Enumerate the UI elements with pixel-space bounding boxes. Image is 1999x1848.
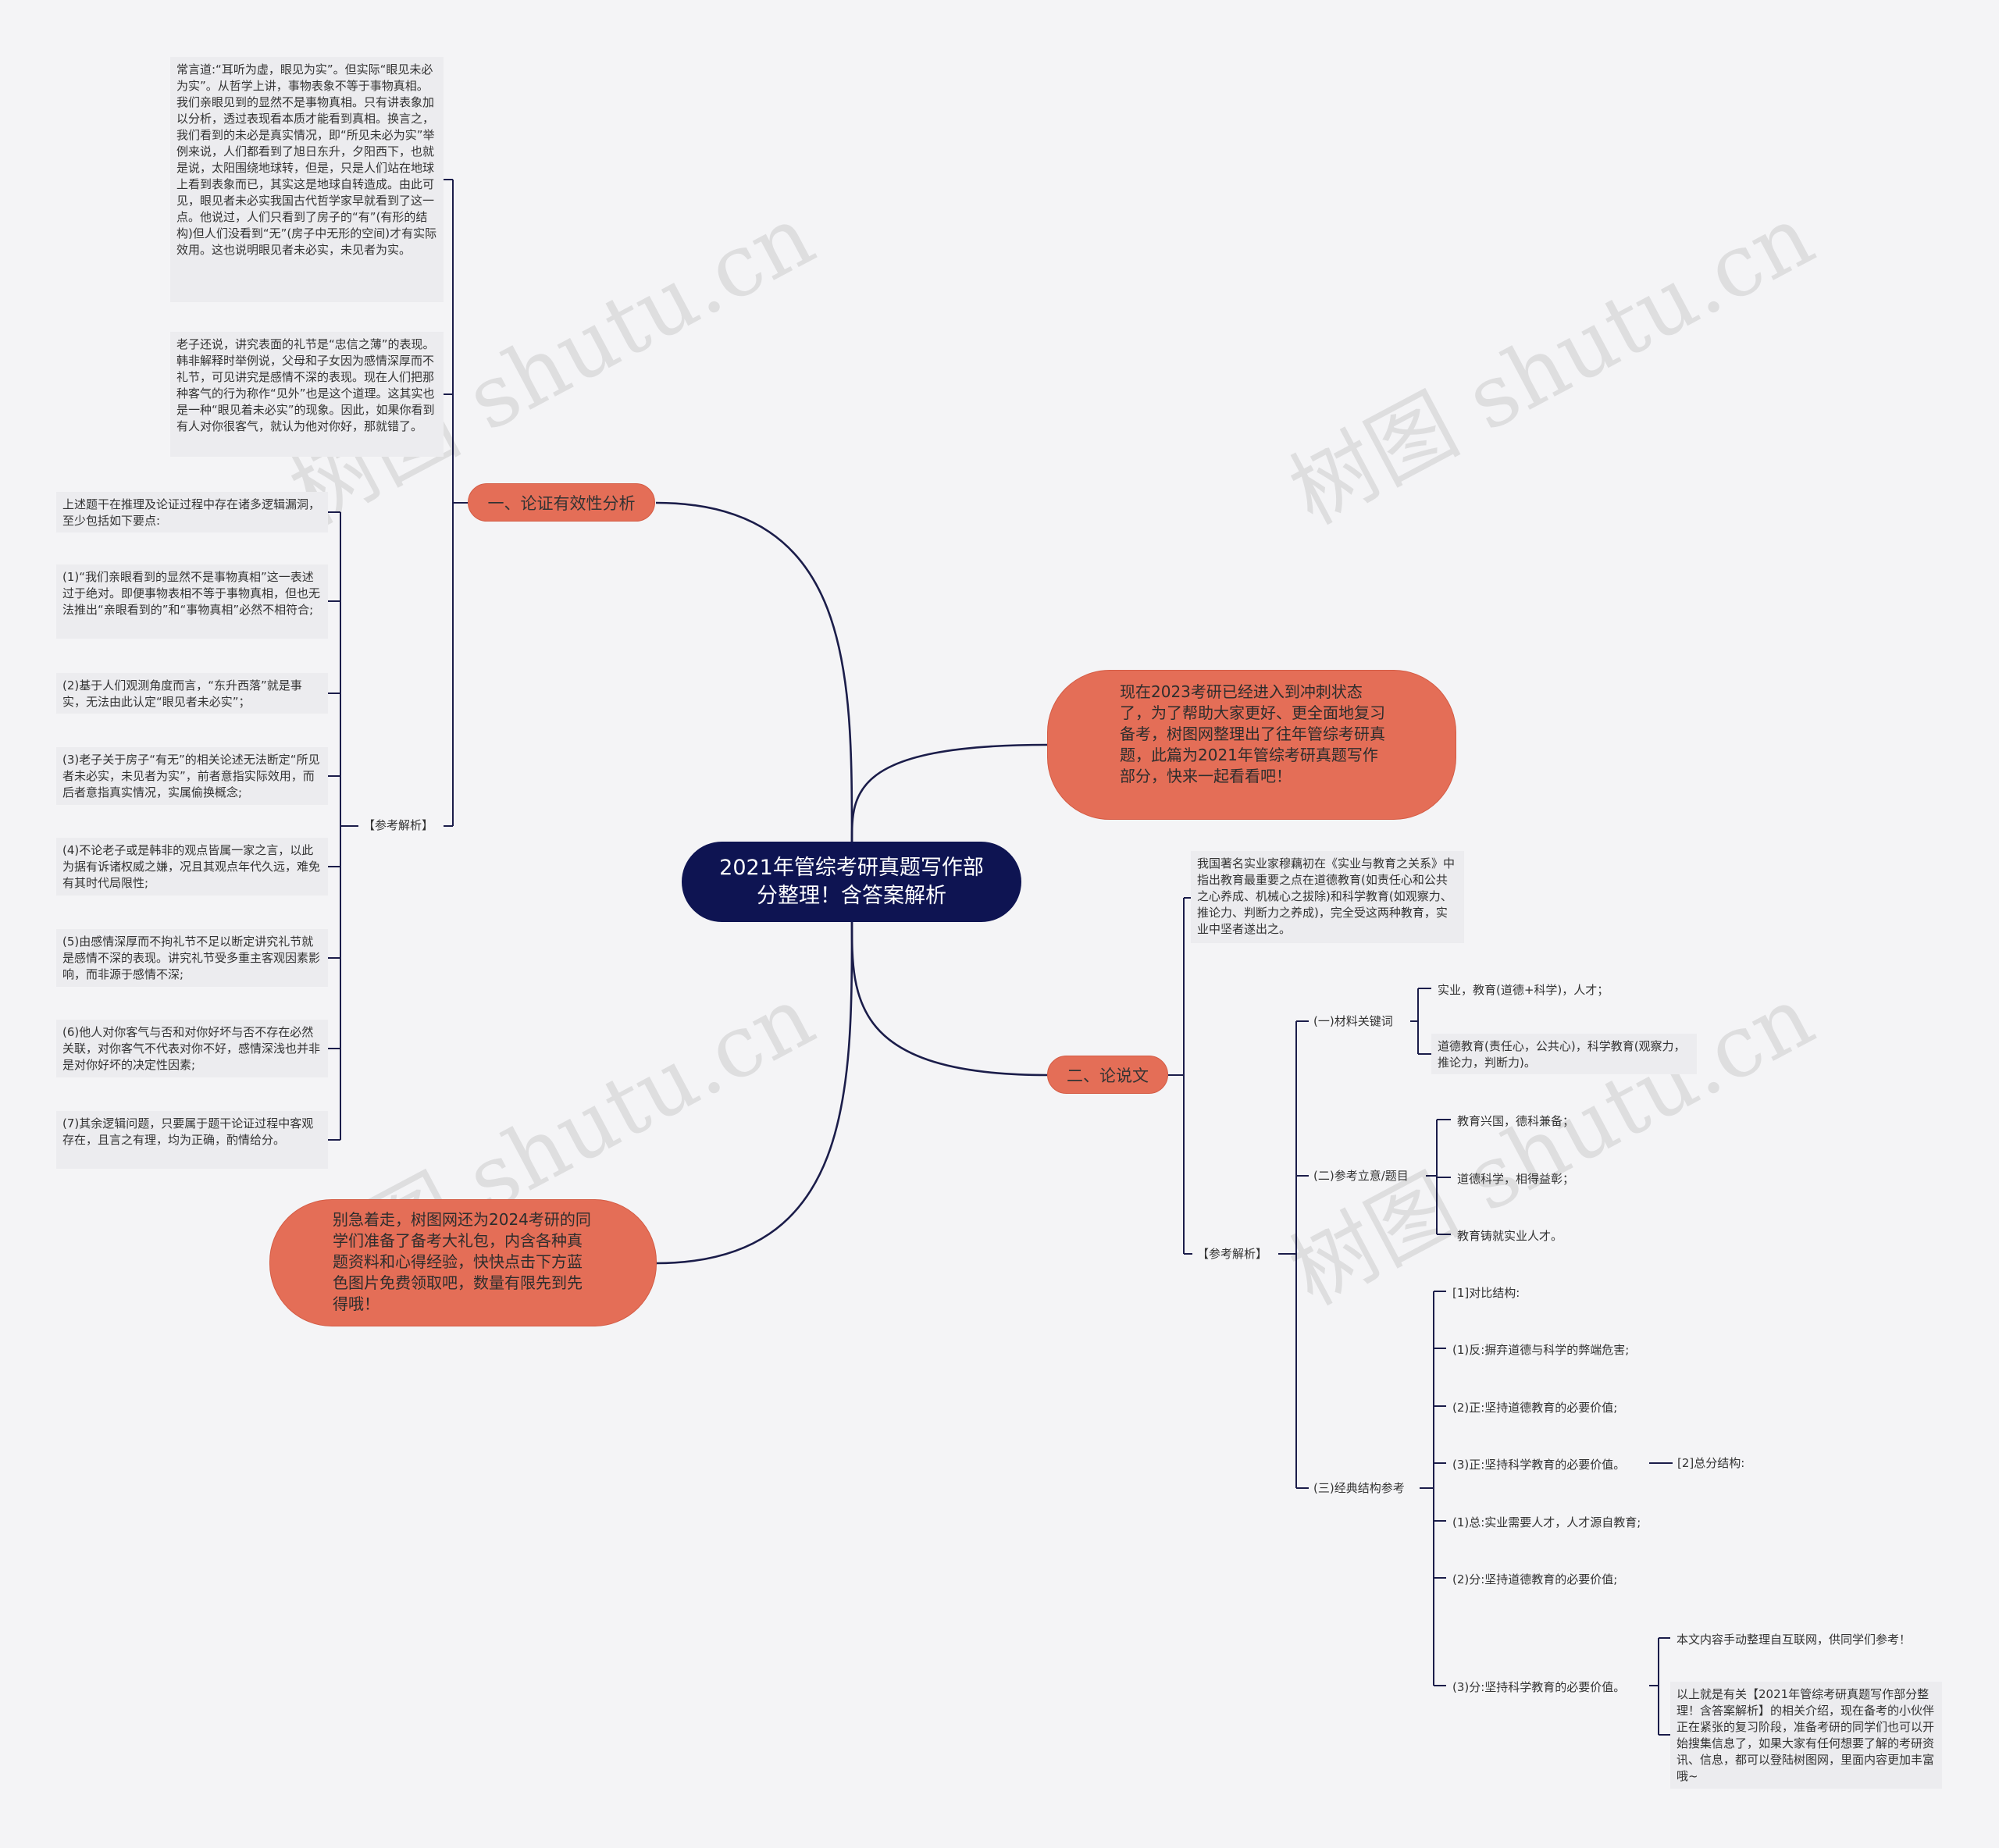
intro-blob[interactable]: 现在2023考研已经进入到冲刺状态了，为了帮助大家更好、更全面地复习备考，树图网… — [1047, 670, 1456, 820]
closing-note: 以上就是有关【2021年管综考研真题写作部分整理！含答案解析】的相关介绍，现在备… — [1670, 1682, 1942, 1789]
themes-label[interactable]: (二)参考立意/题目 — [1313, 1169, 1409, 1183]
branch1-analysis-label[interactable]: 【参考解析】 — [363, 818, 434, 832]
analysis-point: (3)老子关于房子“有无”的相关论述无法断定“所见者未必实，未见者为实”，前者意… — [56, 747, 328, 805]
structure-side-label: [2]总分结构: — [1677, 1456, 1745, 1470]
root-topic[interactable]: 2021年管综考研真题写作部分整理！含答案解析 — [682, 842, 1021, 922]
connector-line — [655, 921, 853, 1265]
theme-item: 教育铸就实业人才。 — [1457, 1229, 1563, 1243]
theme-item: 道德科学，相得益彰； — [1457, 1172, 1575, 1186]
analysis-point: 上述题干在推理及论证过程中存在诸多逻辑漏洞，至少包括如下要点: — [56, 492, 328, 532]
source-note: 本文内容手动整理自互联网，供同学们参考！ — [1677, 1633, 1912, 1647]
connector-line — [655, 501, 853, 842]
analysis-point: (1)“我们亲眼看到的显然不是事物真相”这一表述过于绝对。即便事物表相不等于事物… — [56, 564, 328, 639]
structure-label[interactable]: (三)经典结构参考 — [1313, 1481, 1405, 1495]
structure-item: (3)正:坚持科学教育的必要价值。 — [1452, 1458, 1626, 1472]
structure-item: (2)分:坚持道德教育的必要价值; — [1452, 1572, 1618, 1586]
essay-prompt: 我国著名实业家穆藕初在《实业与教育之关系》中指出教育最重要之点在道德教育(如责任… — [1191, 851, 1464, 943]
material-paragraph-2: 老子还说，讲究表面的礼节是“忠信之薄”的表现。韩非解释时举例说，父母和子女因为感… — [170, 332, 444, 457]
analysis-point: (7)其余逻辑问题，只要属于题干论证过程中客观存在，且言之有理，均为正确，酌情给… — [56, 1111, 328, 1169]
branch-essay[interactable]: 二、论说文 — [1047, 1056, 1168, 1094]
analysis-point: (4)不论老子或是韩非的观点皆属一家之言，以此为据有诉诸权威之嫌，况且其观点年代… — [56, 838, 328, 896]
theme-item: 教育兴国，德科兼备； — [1457, 1114, 1575, 1128]
keywords-label[interactable]: (一)材料关键词 — [1313, 1014, 1393, 1028]
branch-argument-analysis[interactable]: 一、论证有效性分析 — [468, 483, 655, 522]
connector-line — [850, 743, 1048, 842]
keyword-item: 实业，教育(道德+科学)，人才； — [1438, 983, 1609, 997]
analysis-point: (6)他人对你客气与否和对你好坏与否不存在必然关联，对你客气不代表对你不好，感情… — [56, 1020, 328, 1077]
keyword-item: 道德教育(责任心，公共心)，科学教育(观察力，推论力，判断力)。 — [1431, 1034, 1697, 1074]
structure-item: (1)反:摒弃道德与科学的弊端危害; — [1452, 1343, 1630, 1357]
structure-item: (1)总:实业需要人才，人才源自教育; — [1452, 1515, 1641, 1529]
analysis-point: (2)基于人们观测角度而言，“东升西落”就是事实，无法由此认定“眼见者未必实”； — [56, 673, 328, 714]
branch2-analysis-label[interactable]: 【参考解析】 — [1197, 1247, 1268, 1261]
promo-blob[interactable]: 别急着走，树图网还为2024考研的同学们准备了备考大礼包，内含各种真题资料和心得… — [269, 1199, 657, 1326]
analysis-point: (5)由感情深厚而不拘礼节不足以断定讲究礼节就是感情不深的表现。讲究礼节受多重主… — [56, 929, 328, 987]
structure-item: [1]对比结构: — [1452, 1286, 1520, 1300]
connector-line — [850, 921, 1048, 1077]
material-paragraph-1: 常言道:“耳听为虚，眼见为实”。但实际“眼见未必为实”。从哲学上讲，事物表象不等… — [170, 57, 444, 302]
structure-item: (3)分:坚持科学教育的必要价值。 — [1452, 1680, 1626, 1694]
structure-item: (2)正:坚持道德教育的必要价值; — [1452, 1401, 1618, 1415]
